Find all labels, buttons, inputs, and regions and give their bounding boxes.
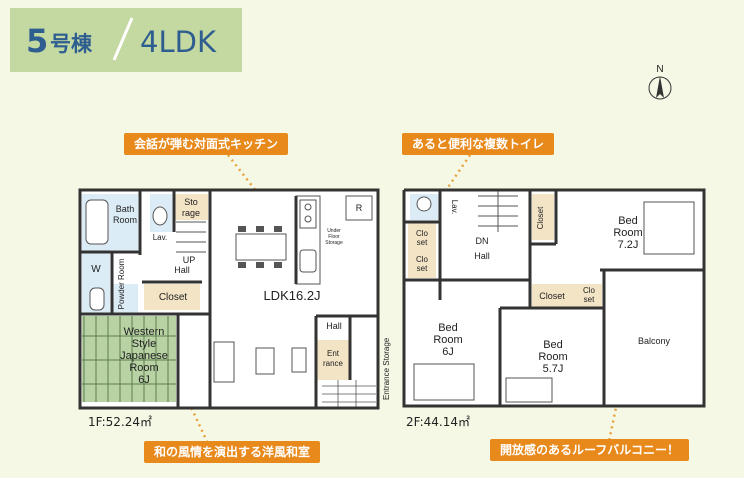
room-label-bedroom-2: Bed bbox=[438, 322, 458, 334]
washer-label: W bbox=[91, 264, 101, 275]
header-slash-divider bbox=[112, 17, 134, 61]
under-floor-storage-label: Storage bbox=[325, 240, 343, 246]
room-label-bedroom-2: Room bbox=[433, 334, 462, 346]
entrance-storage-label: Entrance Storage bbox=[382, 337, 391, 400]
room-label-closet: set bbox=[417, 264, 428, 273]
room-label-closet: Closet bbox=[536, 206, 545, 229]
room-label-closet: Closet bbox=[159, 292, 188, 303]
room-label-closet: Clo bbox=[416, 255, 429, 264]
tatami-room bbox=[82, 316, 176, 402]
room-label-hall: Hall bbox=[326, 321, 342, 331]
callout-japanese-room: 和の風情を演出する洋風和室 bbox=[144, 441, 321, 464]
room-label-storage: rage bbox=[182, 208, 200, 218]
callout-kitchen: 会話が弾む対面式キッチン bbox=[124, 133, 289, 156]
room-label-hall: Hall bbox=[174, 265, 190, 275]
building-number: 5 bbox=[26, 22, 49, 60]
room-label-bath: Room bbox=[113, 215, 137, 225]
floor-2-area-label: 2F:44.14㎡ bbox=[406, 415, 471, 429]
room-label-closet: set bbox=[584, 295, 595, 304]
room-label-western-japanese: Room bbox=[129, 362, 158, 374]
room-label-western-japanese: Style bbox=[132, 338, 156, 350]
floor-1-plan bbox=[78, 188, 380, 410]
room-label-bedroom-1: 7.2J bbox=[618, 239, 639, 251]
floor-1-area-label: 1F:52.24㎡ bbox=[88, 415, 153, 429]
room-label-balcony: Balcony bbox=[638, 336, 671, 346]
floor-2-plan bbox=[402, 188, 706, 408]
stairs-up-label: UP bbox=[183, 255, 196, 265]
layout-type: 4LDK bbox=[140, 25, 216, 59]
room-label-bedroom-3: Bed bbox=[543, 339, 563, 351]
room-label-bedroom-3: Room bbox=[538, 351, 567, 363]
callout-toilet: あると便利な複数トイレ bbox=[402, 133, 555, 156]
room-label-closet: Closet bbox=[539, 291, 565, 301]
room-label-bedroom-3: 5.7J bbox=[543, 363, 564, 375]
room-label-closet: Clo bbox=[583, 286, 596, 295]
stairs-down-label: DN bbox=[476, 236, 489, 246]
room-label-storage: Sto bbox=[184, 197, 198, 207]
room-label-entrance: rance bbox=[323, 359, 344, 368]
north-arrow-icon: N bbox=[648, 64, 672, 100]
under-floor-storage-label: Under bbox=[327, 228, 341, 234]
room-label-ldk: LDK16.2J bbox=[263, 288, 320, 303]
room-label-lav: Lav. bbox=[450, 200, 459, 215]
compass-label: N bbox=[656, 64, 663, 75]
room-label-hall: Hall bbox=[474, 251, 490, 261]
refrigerator-label: R bbox=[356, 203, 363, 213]
room-label-entrance: Ent bbox=[327, 349, 340, 358]
room-label-lav: Lav. bbox=[153, 233, 168, 242]
under-floor-storage-label: Floor bbox=[328, 234, 340, 240]
room-label-bedroom-2: 6J bbox=[442, 346, 454, 358]
building-header: 5 号棟 4LDK bbox=[10, 8, 242, 72]
room-label-western-japanese: Japanese bbox=[120, 350, 168, 362]
room-label-bedroom-1: Room bbox=[613, 227, 642, 239]
room-label-western-japanese: Western bbox=[124, 326, 165, 338]
room-label-bath: Bath bbox=[116, 204, 135, 214]
room-label-closet: Clo bbox=[416, 229, 429, 238]
callout-balcony: 開放感のあるルーフバルコニー！ bbox=[490, 439, 690, 462]
building-suffix: 号棟 bbox=[50, 32, 92, 56]
room-label-western-japanese: 6J bbox=[138, 374, 150, 386]
room-label-bedroom-1: Bed bbox=[618, 215, 638, 227]
room-label-closet: set bbox=[417, 238, 428, 247]
room-label-powder: Powder Room bbox=[117, 258, 126, 309]
